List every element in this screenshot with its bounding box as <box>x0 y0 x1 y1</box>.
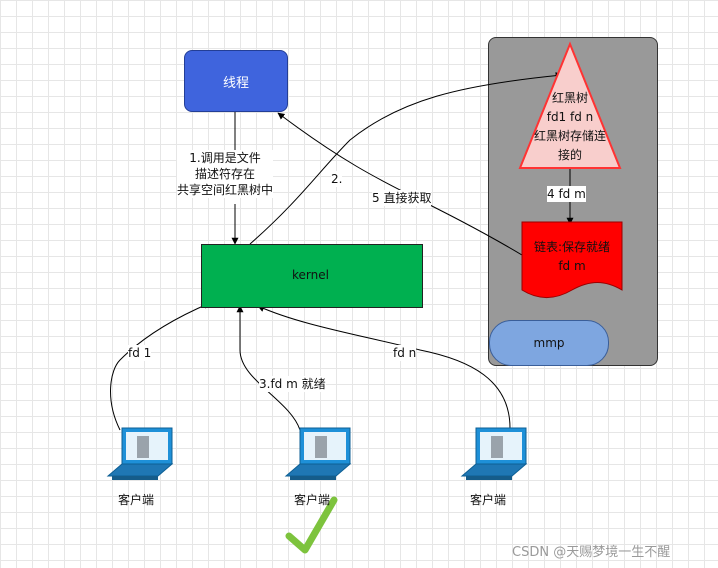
edge-list-to-thread <box>277 112 523 256</box>
red-black-tree-label: 红黑树 fd1 fd n 红黑树存储连 接的 <box>520 89 620 165</box>
edge-label-fd1: fd 1 <box>128 345 152 361</box>
watermark: CSDN @天赐梦境一生不醒 <box>512 545 671 560</box>
client-label-1: 客户端 <box>117 493 154 507</box>
mmp-label: mmp <box>533 336 565 350</box>
laptop-icon-3 <box>460 427 528 480</box>
kernel-node <box>201 244 423 308</box>
list-line: 链表:保存就绪 <box>533 240 611 254</box>
edge-label-line: 1.调用是文件 <box>189 151 261 165</box>
edge-label-fdn: fd n <box>393 345 417 361</box>
edge-label-fdm-ready: 3.fd m 就绪 <box>259 376 326 392</box>
thread-node: 线程 <box>184 50 288 112</box>
edge-label-call-check: 1.调用是文件 描述符存在 共享空间红黑树中 <box>177 150 274 198</box>
rbt-line: fd1 fd n <box>546 110 594 124</box>
ready-list-label: 链表:保存就绪 fd m <box>522 238 622 276</box>
edge-client1-to-kernel <box>110 302 211 431</box>
edge-label-to-tree: 2. <box>331 171 343 187</box>
client-label-2: 客户端 <box>293 493 330 507</box>
kernel-label: kernel <box>292 268 329 282</box>
edge-client2-to-kernel <box>236 305 301 431</box>
edge-label-line: 共享空间红黑树中 <box>177 183 274 197</box>
thread-label: 线程 <box>222 75 249 91</box>
rbt-line: 红黑树存储连 <box>533 129 606 143</box>
edge-client3-to-kernel <box>257 305 511 429</box>
edge-label-direct-get: 5 直接获取 <box>372 190 432 206</box>
rbt-line: 接的 <box>557 148 582 162</box>
list-line: fd m <box>558 259 586 273</box>
laptop-icon-1 <box>106 427 174 480</box>
red-black-tree-triangle <box>518 41 622 169</box>
checkmark-icon <box>285 496 338 554</box>
laptop-icon-2 <box>284 427 352 480</box>
ready-list-shape <box>521 221 623 298</box>
edge-kernel-to-tree <box>249 72 563 245</box>
edge-label-line: 描述符存在 <box>195 167 256 181</box>
client-label-3: 客户端 <box>469 493 506 507</box>
rbt-line: 红黑树 <box>551 91 588 105</box>
mmp-node: mmp <box>489 320 609 366</box>
edge-label-tree-to-list: 4 fd m <box>547 186 586 202</box>
